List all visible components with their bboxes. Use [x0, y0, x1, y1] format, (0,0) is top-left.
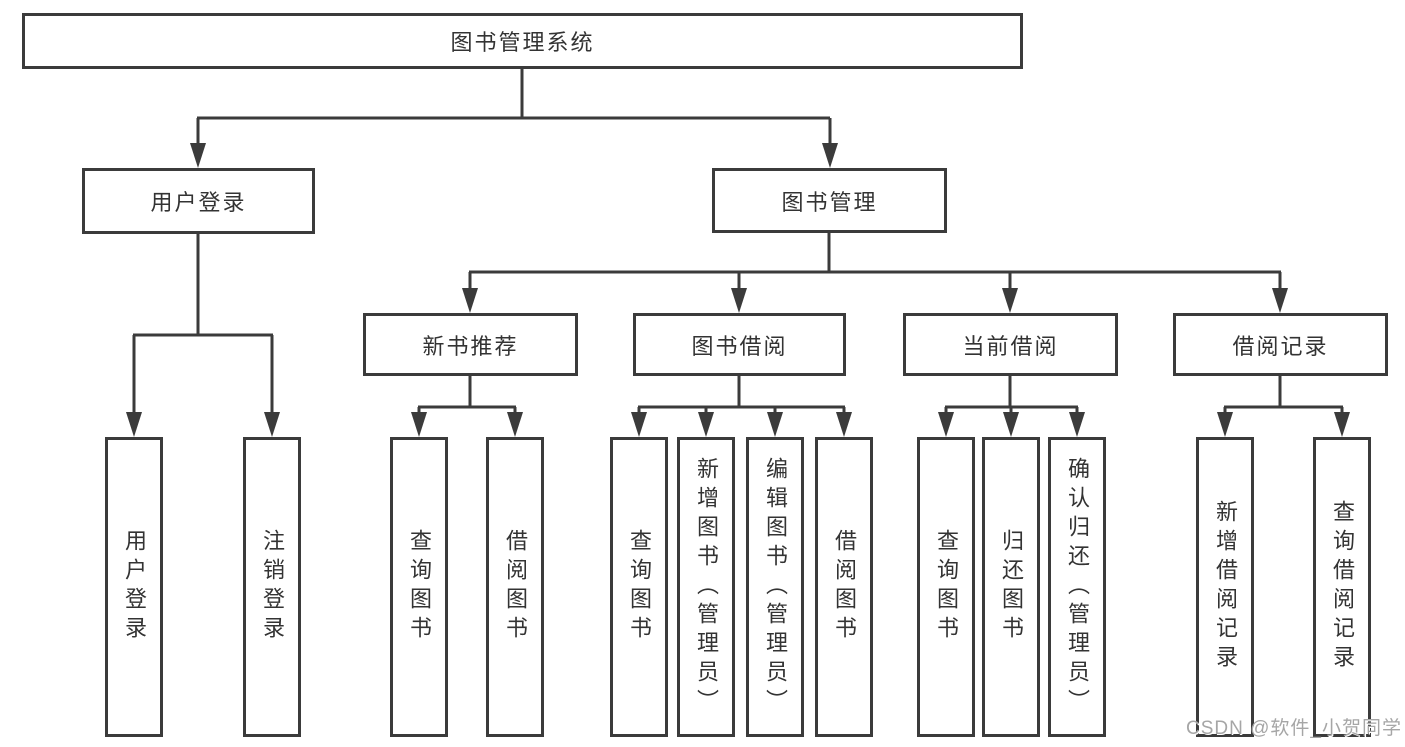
leaf-return-book: 归还图书	[982, 437, 1040, 737]
node-borrow-records: 借阅记录	[1173, 313, 1388, 376]
leaf-add-book-admin-label: 新增图书（管理员）	[694, 456, 719, 718]
connector-book-borrowing-to-children	[637, 376, 846, 432]
node-current-borrowing-label: 当前借阅	[962, 333, 1059, 359]
node-root: 图书管理系统	[22, 13, 1023, 69]
leaf-borrow-books-borrowing-label: 借阅图书	[832, 529, 857, 645]
arrowhead	[1217, 412, 1233, 437]
node-book-borrowing-label: 图书借阅	[691, 333, 788, 359]
leaf-borrow-books-recommend: 借阅图书	[486, 437, 544, 737]
leaf-confirm-return-admin: 确认归还（管理员）	[1048, 437, 1106, 737]
arrowhead	[822, 143, 838, 168]
connector-new-book-to-children	[417, 376, 517, 432]
node-current-borrowing: 当前借阅	[903, 313, 1118, 376]
arrowhead	[1069, 412, 1085, 437]
node-user-login: 用户登录	[82, 168, 315, 234]
arrowhead	[1002, 288, 1018, 313]
connector-root-to-level2	[196, 69, 832, 162]
leaf-borrow-books-recommend-label: 借阅图书	[503, 529, 528, 645]
arrowhead	[731, 288, 747, 313]
arrowhead	[462, 288, 478, 313]
leaf-query-books-borrowing-label: 查询图书	[627, 529, 652, 645]
arrowhead	[1003, 412, 1019, 437]
leaf-query-books-recommend: 查询图书	[390, 437, 448, 737]
connector-book-management-to-children	[468, 233, 1282, 308]
leaf-edit-book-admin: 编辑图书（管理员）	[746, 437, 804, 737]
node-borrow-records-label: 借阅记录	[1232, 333, 1329, 359]
arrowhead	[698, 412, 714, 437]
leaf-logout: 注销登录	[243, 437, 301, 737]
node-book-borrowing: 图书借阅	[633, 313, 846, 376]
arrowhead	[631, 412, 647, 437]
leaf-query-books-current: 查询图书	[917, 437, 975, 737]
node-new-book-recommend: 新书推荐	[363, 313, 578, 376]
arrowhead	[836, 412, 852, 437]
arrowhead	[1272, 288, 1288, 313]
leaf-query-books-borrowing: 查询图书	[610, 437, 668, 737]
node-new-book-recommend-label: 新书推荐	[422, 333, 519, 359]
arrowhead	[938, 412, 954, 437]
arrowhead	[264, 412, 280, 437]
leaf-return-book-label: 归还图书	[999, 529, 1024, 645]
node-root-label: 图书管理系统	[450, 30, 595, 55]
arrowheads	[126, 143, 1350, 437]
arrowhead	[126, 412, 142, 437]
connector-borrow-records-to-children	[1223, 376, 1344, 432]
leaf-edit-book-admin-label: 编辑图书（管理员）	[763, 456, 788, 718]
arrowhead	[507, 412, 523, 437]
csdn-watermark: CSDN @软件_小贺同学	[1186, 718, 1402, 739]
leaf-query-books-recommend-label: 查询图书	[407, 529, 432, 645]
arrowhead	[1334, 412, 1350, 437]
leaf-user-login: 用户登录	[105, 437, 163, 737]
leaf-user-login-label: 用户登录	[122, 529, 147, 645]
leaf-add-borrow-record: 新增借阅记录	[1196, 437, 1254, 737]
leaf-confirm-return-admin-label: 确认归还（管理员）	[1065, 456, 1090, 718]
leaf-add-book-admin: 新增图书（管理员）	[677, 437, 735, 737]
leaf-query-borrow-record-label: 查询借阅记录	[1330, 500, 1355, 674]
leaf-logout-label: 注销登录	[260, 529, 285, 645]
leaf-borrow-books-borrowing: 借阅图书	[815, 437, 873, 737]
leaf-add-borrow-record-label: 新增借阅记录	[1213, 500, 1238, 674]
connector-user-login-to-children	[132, 234, 274, 432]
node-book-management: 图书管理	[712, 168, 947, 233]
node-book-management-label: 图书管理	[781, 189, 878, 215]
arrowhead	[767, 412, 783, 437]
leaf-query-borrow-record: 查询借阅记录	[1313, 437, 1371, 737]
arrowhead	[411, 412, 427, 437]
node-user-login-label: 用户登录	[150, 190, 247, 215]
leaf-query-books-current-label: 查询图书	[934, 529, 959, 645]
arrowhead	[190, 143, 206, 168]
